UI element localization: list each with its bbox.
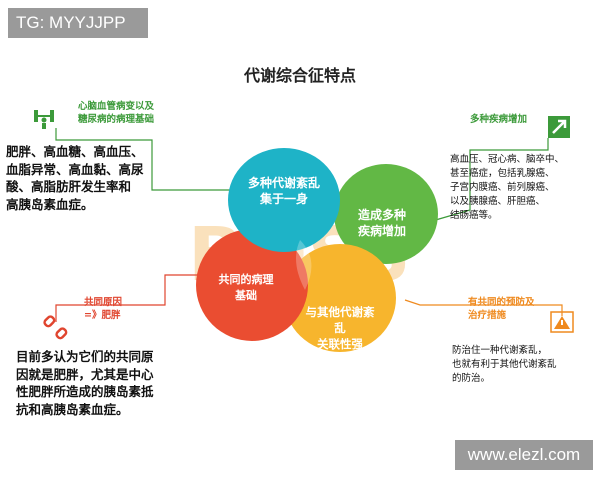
circle-red	[196, 229, 308, 341]
circle-teal-label: 多种代谢紊乱集于一身	[247, 176, 320, 206]
bottom-right-line: 的防治。	[452, 373, 491, 384]
bottom-right-line: 也就有利于其他代谢紊乱	[452, 359, 557, 370]
top-left-line: 血脂异常、高血黏、高尿	[6, 161, 144, 177]
circle-teal	[228, 148, 340, 252]
page-title: 代谢综合征特点	[243, 66, 356, 85]
top-left-body: 肥胖、高血糖、高血压、 血脂异常、高血黏、高尿 酸、高脂肪肝发生率和 高胰岛素血…	[6, 143, 166, 213]
bottom-right-line: 防治住一种代谢紊乱，	[452, 345, 548, 356]
top-right-line: 以及胰腺癌、肝胆癌、	[450, 196, 546, 207]
warning-icon	[550, 311, 574, 333]
circle-yellow	[284, 244, 396, 352]
top-right-line: 子宫内膜癌、前列腺癌、	[450, 182, 555, 193]
overlap-highlight	[296, 240, 312, 290]
bottom-right-heading: 有共同的预防及 治疗措施	[468, 296, 558, 322]
bottom-left-line: 性肥胖所造成的胰岛素抵	[16, 384, 154, 399]
top-left-line: 肥胖、高血糖、高血压、	[6, 144, 144, 159]
top-left-heading-line2: 糖尿病的病理基础	[78, 114, 155, 125]
top-right-line: 高血压、冠心病、脑卒中、	[450, 154, 565, 165]
connector-bottom-right	[404, 299, 563, 316]
watermark-bottom-right: www.elezl.com	[455, 440, 593, 470]
circle-yellow-label: 与其他代谢紊乱关联性强	[305, 305, 375, 351]
bottom-right-body: 防治住一种代谢紊乱， 也就有利于其他代谢紊乱 的防治。	[452, 344, 592, 386]
bottom-left-line: 抗和高胰岛素血症。	[16, 401, 129, 417]
bottom-left-line: 目前多认为它们的共同原	[16, 349, 154, 364]
top-right-heading: 多种疾病增加	[470, 114, 528, 125]
broken-chain-icon	[43, 315, 68, 340]
bottom-left-line: 因就是肥胖，尤其是中心	[16, 366, 154, 382]
circle-red-label: 共同的病理基础	[218, 273, 274, 302]
top-left-line: 高胰岛素血症。	[6, 196, 94, 212]
weightlifter-icon	[34, 110, 54, 129]
top-left-heading-line1: 心脑血管病变以及	[78, 101, 155, 112]
bottom-left-body: 目前多认为它们的共同原 因就是肥胖，尤其是中心 性肥胖所造成的胰岛素抵 抗和高胰…	[16, 348, 196, 418]
bottom-right-heading-line2: 治疗措施	[468, 310, 507, 321]
top-left-heading: 心脑血管病变以及 糖尿病的病理基础	[78, 100, 198, 126]
watermark-top-left: TG: MYYJJPP	[8, 8, 148, 38]
top-right-body: 高血压、冠心病、脑卒中、 甚至癌症，包括乳腺癌、 子宫内膜癌、前列腺癌、 以及胰…	[450, 153, 590, 223]
bottom-left-heading-line2: =》肥胖	[84, 310, 121, 321]
circle-green	[334, 164, 438, 264]
bottom-left-heading: 共同原因 =》肥胖	[84, 296, 164, 322]
connector-bottom-left	[55, 274, 205, 322]
bottom-right-heading-line1: 有共同的预防及	[468, 297, 535, 308]
connector-top-left	[55, 128, 238, 191]
top-right-line: 结肠癌等。	[450, 210, 498, 221]
top-right-line: 甚至癌症，包括乳腺癌、	[450, 168, 555, 179]
arrow-up-right-icon	[548, 116, 570, 138]
top-left-line: 酸、高脂肪肝发生率和	[6, 179, 132, 194]
circle-green-label: 造成多种疾病增加	[357, 208, 406, 238]
bottom-left-heading-line1: 共同原因	[84, 297, 123, 308]
connector-top-right	[407, 138, 549, 229]
